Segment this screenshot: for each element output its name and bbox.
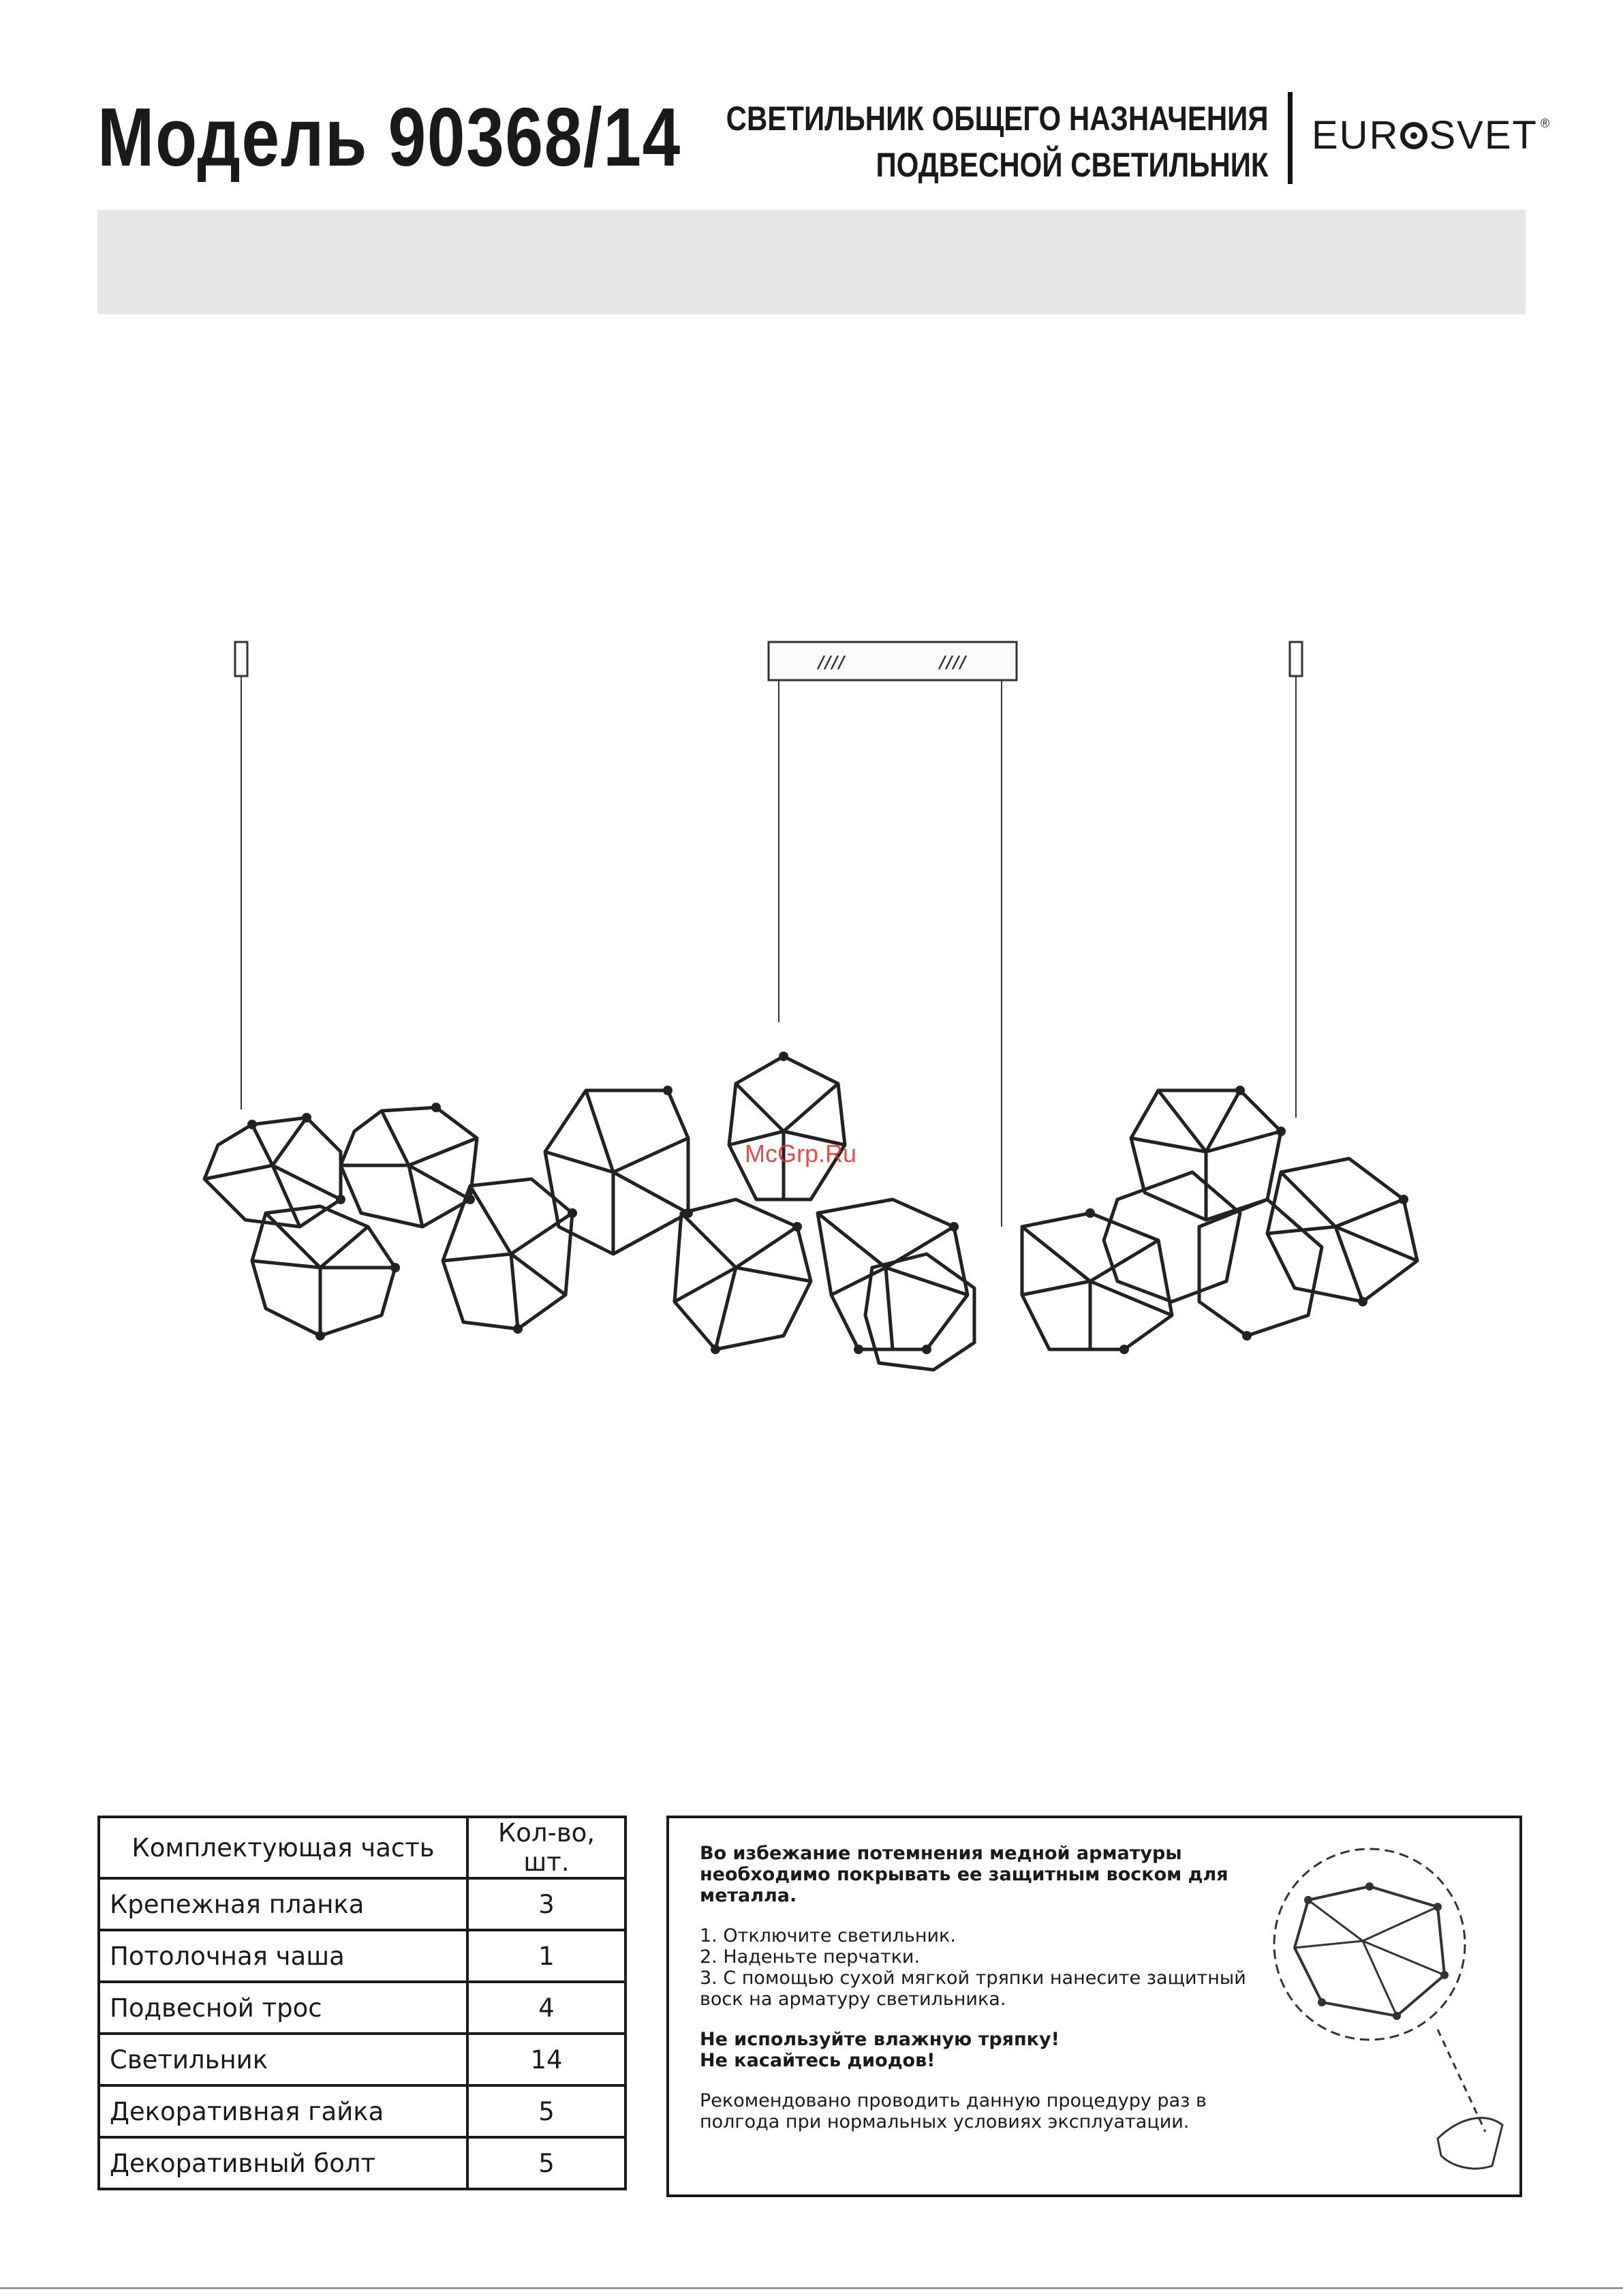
parts-table-header: Комплектующая часть Кол-во, шт.	[97, 1816, 627, 1880]
part-name: Светильник	[97, 2032, 469, 2087]
header-divider	[1288, 92, 1293, 184]
table-row: Потолочная чаша 1	[97, 1929, 627, 1983]
table-row: Светильник 14	[97, 2032, 627, 2087]
part-qty: 4	[466, 1980, 627, 2035]
part-name: Крепежная планка	[97, 1877, 469, 1931]
part-name: Потолочная чаша	[97, 1929, 469, 1983]
detail-magnifier	[1273, 1848, 1466, 2041]
care-text: Во избежание потемнения медной арматуры …	[700, 1843, 1286, 2152]
table-row: Крепежная планка 3	[97, 1877, 627, 1931]
subtitle-line-2: ПОДВЕСНОЙ СВЕТИЛЬНИК	[876, 146, 1269, 184]
table-row: Подвесной трос 4	[97, 1980, 627, 2035]
detail-illustration	[1273, 1848, 1504, 2170]
model-title: Модель 90368/14	[97, 91, 681, 183]
care-step-3: 3. С помощью сухой мягкой тряпки нанесит…	[700, 1968, 1246, 2010]
canopy-hatch	[816, 655, 968, 670]
care-step-2: 2. Наденьте перчатки.	[700, 1946, 921, 1968]
ceiling-canopy	[767, 641, 1018, 682]
parts-table: Комплектующая часть Кол-во, шт. Крепежна…	[97, 1816, 627, 2190]
care-cautions: Не используйте влажную тряпку! Не касайт…	[700, 2029, 1286, 2071]
table-row: Декоративная гайка 5	[97, 2084, 627, 2139]
part-qty: 5	[466, 2136, 627, 2190]
care-instructions-box: Во избежание потемнения медной арматуры …	[666, 1816, 1522, 2197]
header-qty: Кол-во, шт.	[466, 1816, 627, 1880]
right-mount	[1288, 641, 1303, 677]
care-caution-2: Не касайтесь диодов!	[700, 2050, 936, 2071]
care-caution-1: Не используйте влажную тряпку!	[700, 2029, 1060, 2050]
brand-left: EUR	[1312, 113, 1400, 157]
part-name: Декоративный болт	[97, 2136, 469, 2190]
chandelier-drawing	[202, 641, 1419, 1372]
part-name: Подвесной трос	[97, 1980, 469, 2035]
brand-registered-mark: ®	[1540, 117, 1551, 130]
header-part: Комплектующая часть	[97, 1816, 469, 1880]
grey-band	[97, 210, 1526, 314]
care-recommendation: Рекомендовано проводить данную процедуру…	[700, 2090, 1207, 2132]
joint-dots	[247, 1052, 1408, 1354]
part-qty: 5	[466, 2084, 627, 2139]
brand-ring-icon	[1400, 121, 1428, 149]
footer-line	[0, 2287, 1623, 2289]
part-qty: 3	[466, 1877, 627, 1931]
care-warning: Во избежание потемнения медной арматуры …	[700, 1843, 1228, 1906]
table-row: Декоративный болт 5	[97, 2136, 627, 2190]
part-qty: 14	[466, 2032, 627, 2087]
product-subtitle: СВЕТИЛЬНИК ОБЩЕГО НАЗНАЧЕНИЯ ПОДВЕСНОЙ С…	[726, 95, 1269, 188]
subtitle-line-1: СВЕТИЛЬНИК ОБЩЕГО НАЗНАЧЕНИЯ	[726, 100, 1269, 138]
part-name: Декоративная гайка	[97, 2084, 469, 2139]
hand-icon	[1436, 2117, 1504, 2170]
watermark: McGrp.Ru	[745, 1139, 857, 1167]
brand-right: SVET	[1429, 113, 1538, 157]
brand-logo: EUR SVET ®	[1312, 112, 1551, 158]
care-step-1: 1. Отключите светильник.	[700, 1925, 956, 1946]
polyhedra-cluster	[202, 1054, 1419, 1372]
left-mount	[234, 641, 249, 677]
part-qty: 1	[466, 1929, 627, 1983]
care-steps: 1. Отключите светильник. 2. Наденьте пер…	[700, 1925, 1286, 2010]
